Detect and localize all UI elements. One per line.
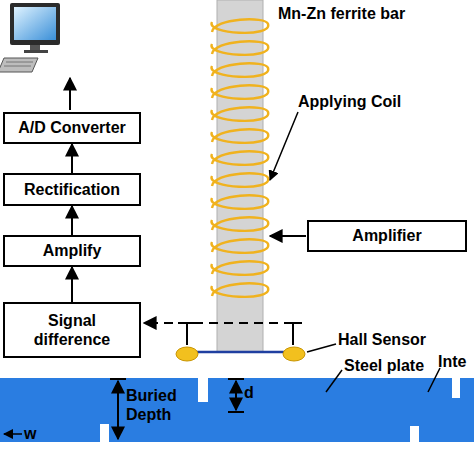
coil-loop: [211, 63, 268, 77]
defect-slot: [452, 378, 460, 398]
coil-loop: [211, 173, 268, 187]
part-label: d: [244, 383, 254, 402]
flow-arrow: [71, 144, 73, 173]
part-label: Hall Sensor: [338, 330, 426, 349]
box-label: Signal difference: [11, 311, 133, 349]
converter-box: A/D Converter: [3, 112, 141, 144]
interface-leader: [428, 368, 440, 392]
hall-sensor: [283, 347, 305, 361]
coil-loop: [211, 107, 268, 121]
coil-loop: [211, 85, 268, 99]
computer-icon: [0, 3, 60, 72]
steel-plate: [0, 378, 474, 442]
dashed-wire: [144, 322, 293, 324]
d-dimension: [235, 381, 237, 410]
hall-sensor: [176, 347, 198, 361]
output-arrow: [69, 78, 71, 110]
drive-arrow: [270, 235, 306, 237]
w-arrow: [4, 433, 22, 435]
box-label: Amplify: [43, 241, 102, 260]
part-label: Inte: [438, 352, 466, 371]
monitor-screen: [14, 7, 56, 40]
sensor-tap-cap: [284, 322, 302, 324]
keyboard-keys: [4, 62, 33, 66]
coil-leader: [270, 112, 298, 180]
amplifier-box: Amplifier: [307, 220, 467, 252]
part-label: Mn-Zn ferrite bar: [278, 4, 405, 23]
process-box: Signal difference: [3, 302, 141, 358]
dimension-tick: [228, 411, 244, 413]
coil-loop: [211, 217, 268, 231]
coil-loop: [211, 195, 268, 209]
signal-dashed-line: [144, 323, 302, 345]
sensor-leader: [307, 344, 336, 352]
monitor-frame: [10, 3, 60, 45]
coil-loop: [211, 129, 268, 143]
dimension-tick: [110, 378, 126, 380]
coil-loop: [211, 41, 268, 55]
sensor-tap: [186, 323, 188, 345]
process-box: Amplify: [3, 235, 141, 267]
part-label: w: [24, 424, 36, 443]
coil-loop: [211, 283, 268, 297]
part-label: Buried Depth: [126, 386, 190, 424]
flow-arrow: [71, 267, 73, 302]
coil-loop: [211, 19, 268, 33]
coil-loop: [211, 151, 268, 165]
box-label: A/D Converter: [18, 118, 126, 137]
applying-coil: [211, 19, 268, 297]
process-box: Rectification: [3, 173, 141, 206]
monitor-base: [24, 50, 48, 53]
sensor-tap: [292, 323, 294, 345]
box-label: Rectification: [24, 180, 120, 199]
part-label: Steel plate: [344, 356, 424, 375]
defect-slot: [410, 426, 419, 442]
coil-loop: [211, 261, 268, 275]
part-label: Applying Coil: [298, 92, 401, 111]
coil-loop: [211, 239, 268, 253]
flow-arrow: [71, 206, 73, 235]
keyboard: [0, 58, 38, 72]
plate-leader: [326, 370, 342, 392]
bar-base-line: [190, 351, 292, 354]
box-label: Amplifier: [352, 226, 421, 245]
dimension-tick: [228, 378, 244, 380]
defect-slot: [100, 424, 109, 442]
depth-dimension: [117, 381, 119, 439]
defect-slot: [198, 378, 208, 402]
sensor-tap-cap: [178, 322, 196, 324]
